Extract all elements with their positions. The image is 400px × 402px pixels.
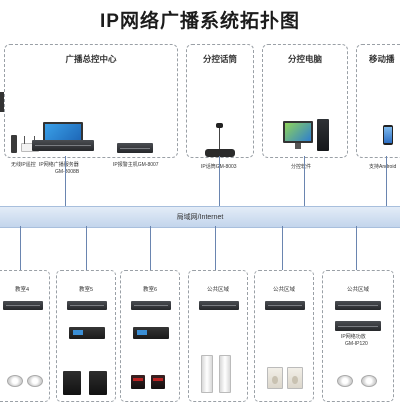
- pc-tower-icon: [317, 119, 329, 151]
- zone4-column-speaker-left-icon: [201, 355, 213, 393]
- zone2-drop-line: [86, 226, 87, 270]
- zone3-amp-icon: [131, 301, 171, 310]
- zone-box-6: 公共区域 IP网络功放 GM-IP120: [322, 270, 394, 402]
- network-label: 局域网/Internet: [176, 214, 224, 221]
- mobile-phone-icon: [383, 125, 393, 145]
- zone-label-6: 公共区域: [346, 287, 369, 293]
- paging-mic-title: 分控话筒: [202, 54, 237, 64]
- wireless-remote-icon: [11, 135, 17, 153]
- zone-box-4: 公共区域: [188, 270, 248, 402]
- zone6-ip-amp-model: GM-IP120: [345, 341, 368, 347]
- pc-label: 分控软件: [291, 164, 312, 170]
- server-label: IP网络广播服务器: [39, 162, 79, 168]
- zone-label-5: 公共区域: [272, 287, 295, 293]
- zone2-speaker-left-icon: [63, 371, 81, 395]
- zone-box-1: 教室4: [0, 270, 50, 402]
- zone4-drop-line: [215, 226, 216, 270]
- zone-box-5: 公共区域: [254, 270, 314, 402]
- zone-box-2: 教室5: [56, 270, 116, 402]
- zone-label-4: 公共区域: [206, 287, 229, 293]
- paging-mic-box: 分控话筒 IP话筒GM-8003: [186, 44, 254, 170]
- zone6-ip-amp-icon: [335, 321, 381, 331]
- zone6-amp-icon: [335, 301, 381, 310]
- zone1-amp-icon: [3, 301, 43, 310]
- zone5-amp-icon: [265, 301, 305, 310]
- network-bar: [0, 206, 400, 228]
- zone5-drop-line: [282, 226, 283, 270]
- zone3-speaker-left-icon: [131, 375, 145, 389]
- pc-title: 分控电脑: [287, 54, 322, 64]
- center-uplink-line: [65, 156, 66, 206]
- zone3-drop-line: [150, 226, 151, 270]
- zone-label-2: 教室5: [78, 287, 94, 293]
- pc-box: 分控电脑 分控软件: [262, 44, 348, 170]
- server-rack-icon: [32, 140, 94, 151]
- zone4-column-speaker-right-icon: [219, 355, 231, 393]
- zone1-ceiling-speaker-icon: [7, 375, 23, 387]
- pc-uplink-line: [304, 156, 305, 206]
- mobile-uplink-line: [386, 156, 387, 206]
- diagram-title: IP网络广播系统拓扑图: [100, 11, 300, 32]
- mobile-box: 移动播 支持Android: [356, 44, 400, 170]
- zone5-wall-speaker-left-icon: [267, 367, 283, 389]
- zone3-power-amp-icon: [133, 327, 169, 339]
- alarm-host-icon: [117, 143, 153, 153]
- mobile-title: 移动播: [369, 54, 395, 64]
- zone6-ip-amp-label: IP网络功放: [341, 334, 366, 340]
- zone6-drop-line: [356, 226, 357, 270]
- server-model-label: GM-8008B: [55, 169, 80, 175]
- cropped-device-icon: [0, 92, 4, 112]
- zone6-ceiling-speaker-right-icon: [361, 375, 377, 387]
- zone-label-3: 教室6: [142, 287, 158, 293]
- pc-stand-icon: [295, 143, 301, 149]
- zone1-drop-line: [20, 226, 21, 270]
- paging-mic-icon: [205, 123, 235, 157]
- zone1-ceiling-speaker-icon: [27, 375, 43, 387]
- wireless-remote-label: 无线IP遥控: [11, 162, 36, 168]
- zone6-ceiling-speaker-left-icon: [337, 375, 353, 387]
- paging-mic-label: IP话筒GM-8003: [201, 163, 237, 170]
- zone4-amp-icon: [199, 301, 239, 310]
- paging-uplink-line: [219, 156, 220, 206]
- control-center-title: 广播总控中心: [65, 54, 117, 64]
- mobile-label: 支持Android: [369, 164, 397, 170]
- zone3-speaker-right-icon: [151, 375, 165, 389]
- zone2-amp-icon: [67, 301, 107, 310]
- zone-box-3: 教室6: [120, 270, 180, 402]
- zone2-speaker-right-icon: [89, 371, 107, 395]
- zone2-power-amp-icon: [69, 327, 105, 339]
- pc-monitor-icon: [283, 121, 313, 143]
- zone5-wall-speaker-right-icon: [287, 367, 303, 389]
- zone-label-1: 教室4: [14, 287, 30, 293]
- alarm-host-label: IP报警主机GM-8007: [113, 162, 159, 168]
